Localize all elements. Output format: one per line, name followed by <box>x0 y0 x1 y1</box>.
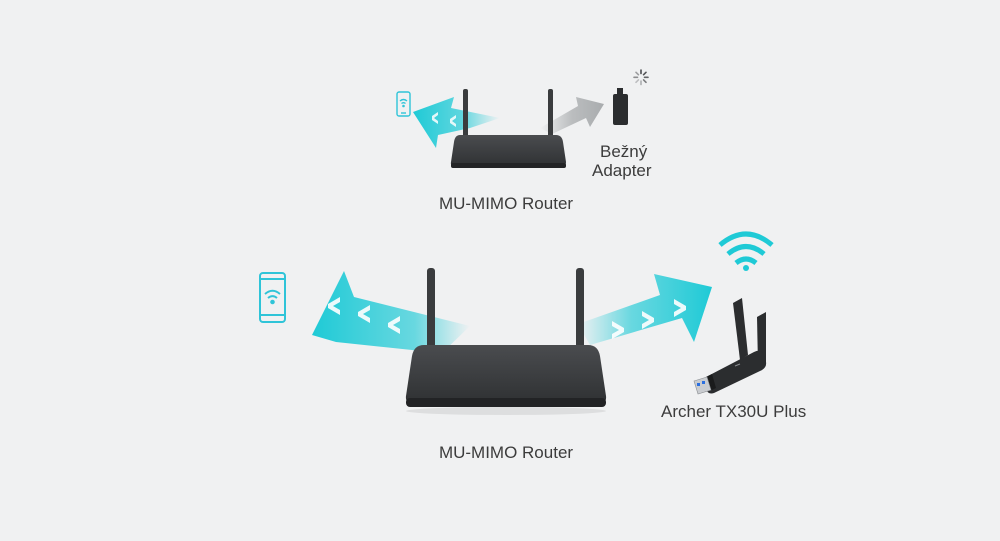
smartphone-wifi-icon-small <box>396 91 411 117</box>
beam-top-left <box>413 97 500 148</box>
plain-adapter-label-line2: Adapter <box>592 161 652 180</box>
router-small <box>450 89 566 168</box>
router-label-top: MU-MIMO Router <box>438 194 574 213</box>
loading-spinner-icon <box>633 69 649 86</box>
smartphone-wifi-icon <box>259 272 286 323</box>
plain-adapter-label-line1: Bežný <box>600 142 648 161</box>
usb-adapter-icon <box>613 88 628 125</box>
router-label-bottom: MU-MIMO Router <box>438 443 574 462</box>
wifi-signal-dot <box>743 265 749 271</box>
router-large <box>405 268 607 415</box>
beam-bottom-left-chevrons <box>328 297 400 334</box>
beam-bottom-left <box>312 271 470 355</box>
archer-adapter-label: Archer TX30U Plus <box>661 402 807 421</box>
beam-top-right <box>540 97 604 134</box>
beam-bottom-right <box>578 274 712 345</box>
beam-bottom-right-chevrons <box>612 299 686 339</box>
usb-wifi-adapter-icon <box>693 298 767 395</box>
beam-top-left-chevrons <box>432 112 456 127</box>
wifi-signal-icon <box>718 231 774 266</box>
